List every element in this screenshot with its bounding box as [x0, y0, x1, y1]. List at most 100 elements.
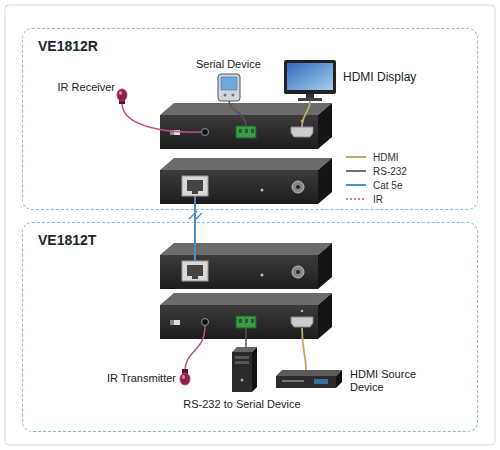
hdmi-display-icon — [287, 63, 333, 90]
hdmi-source-device-icon — [276, 328, 342, 388]
picture-frame — [5, 5, 495, 445]
receiver-back-unit — [182, 176, 208, 196]
product-region: VE1812R — [22, 28, 478, 210]
hdmi-display-icon — [284, 60, 336, 127]
receiver-front-unit — [239, 129, 242, 133]
computer-tower-icon — [252, 347, 257, 392]
transmitter-back-unit — [261, 274, 264, 277]
transmitter-front-unit — [301, 310, 304, 313]
cable-break-mark — [189, 211, 202, 221]
hdmi-source-device-icon — [314, 379, 328, 384]
ir-transmitter-icon — [182, 375, 185, 379]
cat5e-cable-segment — [195, 196, 196, 261]
transmitter-back-unit — [160, 243, 332, 289]
transmitter-back-unit — [187, 265, 203, 276]
receiver-back-unit — [187, 180, 203, 191]
legend-line-sample — [345, 166, 367, 176]
receiver-back-unit — [318, 158, 332, 204]
computer-tower-icon — [241, 379, 244, 382]
transmitter-front-unit — [251, 319, 254, 323]
legend-line-sample — [345, 180, 367, 190]
transmitter-back-unit — [160, 243, 332, 255]
model-heading: VE1812R — [38, 38, 98, 54]
transmitter-front-unit — [160, 293, 332, 305]
transmitter-back-unit — [296, 270, 300, 274]
legend-text: Cat 5e — [373, 180, 402, 191]
hdmi-source-device-icon — [302, 328, 306, 370]
transmitter-front-unit — [170, 320, 174, 325]
hdmi-source-device-icon — [336, 370, 342, 388]
receiver-back-unit — [160, 158, 332, 170]
device-label: HDMI Display — [343, 71, 453, 84]
ir-receiver-icon — [122, 103, 201, 132]
transmitter-back-unit — [318, 243, 332, 289]
receiver-front-unit — [236, 126, 256, 138]
receiver-back-unit — [192, 191, 198, 194]
ir-transmitter-icon — [180, 326, 205, 385]
computer-tower-icon — [235, 356, 249, 359]
model-heading: VE1812T — [38, 232, 96, 248]
hdmi-display-icon — [302, 101, 310, 127]
ir-receiver-icon — [117, 89, 127, 101]
hdmi-source-device-icon — [276, 376, 336, 388]
computer-tower-icon — [232, 328, 257, 392]
legend-text: HDMI — [373, 152, 399, 163]
hdmi-source-device-icon — [282, 380, 304, 382]
legend-line-sample — [346, 156, 366, 158]
serial-device-icon — [221, 77, 237, 90]
device-label: Serial Device — [196, 58, 276, 71]
hdmi-display-icon — [284, 60, 336, 94]
transmitter-front-unit — [202, 319, 209, 326]
ir-receiver-icon — [117, 89, 201, 132]
receiver-back-unit — [292, 181, 304, 193]
legend-line-sample — [345, 194, 367, 204]
legend-line-sample — [346, 170, 366, 172]
legend-text: RS-232 — [373, 166, 407, 177]
computer-tower-icon — [232, 352, 252, 392]
serial-device-icon — [218, 74, 246, 126]
receiver-front-unit — [318, 103, 332, 149]
hdmi-display-icon — [306, 94, 314, 98]
transmitter-front-unit — [236, 316, 256, 328]
cat5e-cable-segment — [194, 222, 196, 261]
serial-device-icon — [232, 94, 235, 97]
device-label: IR Receiver — [20, 81, 115, 94]
hdmi-source-device-icon — [276, 370, 342, 376]
receiver-front-unit — [245, 129, 248, 133]
transmitter-back-unit — [160, 255, 318, 289]
legend-row: HDMI — [345, 150, 407, 164]
transmitter-back-unit — [182, 261, 208, 281]
transmitter-front-unit — [239, 319, 242, 323]
cable-break-mark — [189, 211, 197, 219]
legend-text: IR — [373, 194, 383, 205]
receiver-back-unit — [160, 170, 318, 204]
transmitter-front-unit — [160, 305, 318, 339]
ir-transmitter-icon — [185, 326, 205, 371]
ir-transmitter-icon — [180, 373, 190, 385]
device-label: RS-232 to Serial Device — [157, 398, 327, 411]
computer-tower-icon — [235, 361, 249, 364]
cat5e-cable-segment — [194, 196, 196, 210]
receiver-back-unit — [261, 189, 264, 192]
transmitter-back-unit — [292, 266, 304, 278]
legend-row: IR — [345, 192, 407, 206]
transmitter-front-unit — [170, 320, 180, 325]
transmitter-front-unit — [291, 317, 313, 327]
device-label: HDMI Source Device — [350, 368, 434, 394]
serial-device-icon — [229, 100, 246, 126]
serial-device-icon — [224, 94, 227, 97]
transmitter-front-unit — [245, 319, 248, 323]
receiver-back-unit — [296, 185, 300, 189]
legend-row: Cat 5e — [345, 178, 407, 192]
legend-line-sample — [345, 152, 367, 162]
receiver-back-unit — [160, 158, 332, 204]
device-label: IR Transmitter — [20, 372, 176, 385]
receiver-front-unit — [251, 129, 254, 133]
legend-line-sample — [346, 198, 366, 200]
hdmi-display-icon — [298, 98, 322, 101]
serial-device-icon — [218, 74, 240, 101]
legend-line-sample — [346, 184, 366, 186]
receiver-front-unit — [202, 129, 209, 136]
ir-receiver-icon — [119, 91, 122, 95]
